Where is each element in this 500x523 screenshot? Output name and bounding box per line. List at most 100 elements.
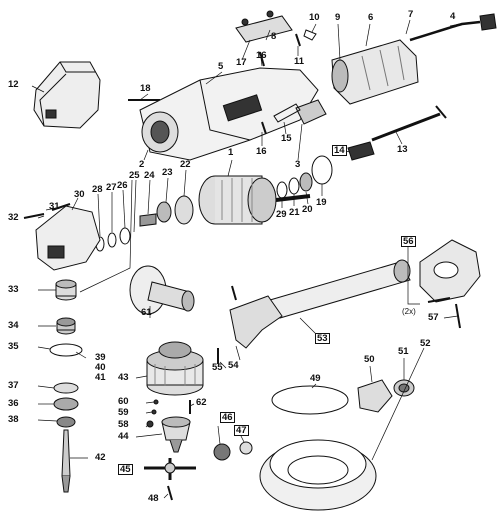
part-56-bracket [419, 239, 481, 303]
label-part-1: 1 [228, 147, 234, 158]
part-27-ring [107, 232, 117, 248]
part-54-screw [231, 285, 237, 301]
label-part-6: 6 [368, 12, 374, 23]
part-26-ring [119, 227, 131, 245]
part-29-ring [276, 181, 288, 199]
label-part-48: 48 [148, 493, 159, 504]
label-part-54: 54 [228, 360, 239, 371]
label-part-36: 36 [8, 398, 19, 409]
label-part-18: 18 [140, 83, 151, 94]
label-part-14: 14 [332, 145, 347, 156]
part-6-stator [331, 39, 419, 105]
label-part-38: 38 [8, 414, 19, 425]
part-60-screw [153, 399, 159, 405]
label-part-42: 42 [95, 452, 106, 463]
label-part-16-bottom: 16 [256, 146, 267, 157]
part-13-handle-rod [371, 105, 447, 142]
label-part-19: 19 [316, 197, 327, 208]
label-part-39: 39 [95, 352, 106, 363]
label-part-8: 8 [271, 31, 277, 42]
label-part-2: 2 [139, 159, 145, 170]
label-part-15: 15 [281, 133, 292, 144]
part-33-nut [55, 279, 77, 301]
part-14-brush [347, 141, 375, 161]
label-part-50: 50 [364, 354, 375, 365]
part-11 [295, 33, 301, 47]
label-part-43: 43 [118, 372, 129, 383]
part-43-gear-head [146, 341, 204, 396]
label-part-3: 3 [295, 159, 301, 170]
label-part-20: 20 [302, 204, 313, 215]
part-21-ring [288, 177, 300, 195]
label-part-56: 56 [401, 236, 416, 247]
label-part-62: 62 [196, 397, 207, 408]
label-part-32: 32 [8, 212, 19, 223]
label-part-34: 34 [8, 320, 19, 331]
part-49-clamp [271, 385, 349, 415]
label-part-33: 33 [8, 284, 19, 295]
part-53-handle [229, 259, 411, 349]
label-part-29: 29 [276, 209, 287, 220]
part-31-screw [51, 203, 71, 211]
part-10 [303, 29, 317, 41]
label-part-45: 45 [118, 464, 133, 475]
label-part-59: 59 [118, 407, 129, 418]
part-61-side-handle [129, 265, 195, 315]
part-35-circlip [49, 343, 83, 357]
label-part-4: 4 [450, 11, 456, 22]
part-16-clip [261, 121, 267, 135]
part-12-cover [33, 61, 101, 129]
label-part-53: 53 [315, 333, 330, 344]
part-22-flange [174, 195, 194, 225]
part-24-pinion [139, 213, 157, 227]
part-37-ring [53, 382, 79, 394]
part-5-housing [139, 67, 319, 161]
part-17-switch [235, 10, 293, 43]
label-part-52: 52 [420, 338, 431, 349]
label-part-26: 26 [117, 180, 128, 191]
label-part-28: 28 [92, 184, 103, 195]
part-42-spindle [61, 429, 71, 493]
label-part-13: 13 [397, 144, 408, 155]
label-part-17: 17 [236, 57, 247, 68]
part-30-gear-housing [35, 205, 101, 271]
label-part-51: 51 [398, 346, 409, 357]
label-part-11: 11 [294, 56, 305, 67]
label-part-61: 61 [141, 307, 152, 318]
label-part-21: 21 [289, 207, 300, 218]
label-part-23: 23 [162, 167, 173, 178]
label-part-60: 60 [118, 396, 129, 407]
part-47-pad [239, 441, 253, 455]
label-part-16-top: 16 [256, 50, 267, 61]
part-16-pin [259, 51, 265, 67]
part-4-cable [409, 13, 497, 42]
part-59-screw [151, 409, 157, 415]
part-48-screw [167, 485, 173, 501]
label-part-58: 58 [118, 419, 129, 430]
label-part-9: 9 [335, 12, 341, 23]
part-20-bearing [299, 172, 313, 192]
part-38-ring [56, 416, 76, 428]
part-51-knob [393, 379, 415, 397]
part-32-screw [23, 213, 45, 219]
part-36-bearing [53, 397, 79, 411]
label-part-41: 41 [95, 372, 106, 383]
label-part-10: 10 [309, 12, 320, 23]
part-58-screw [146, 420, 154, 428]
label-part-31: 31 [49, 201, 60, 212]
part-34-spacer [56, 317, 76, 335]
label-part-35: 35 [8, 341, 19, 352]
part-15-lever [273, 103, 301, 123]
label-part-37: 37 [8, 380, 19, 391]
part-50-cap [357, 379, 393, 413]
label-part-5: 5 [218, 61, 224, 72]
part-46-brush [213, 443, 231, 461]
label-part-46: 46 [220, 412, 235, 423]
label-part-40: 40 [95, 362, 106, 373]
label-part-7: 7 [408, 9, 414, 20]
label-quantity-2x: (2x) [402, 307, 416, 316]
part-45-key [144, 458, 196, 480]
part-52-shroud [259, 439, 377, 511]
part-23-bearing [156, 201, 172, 223]
